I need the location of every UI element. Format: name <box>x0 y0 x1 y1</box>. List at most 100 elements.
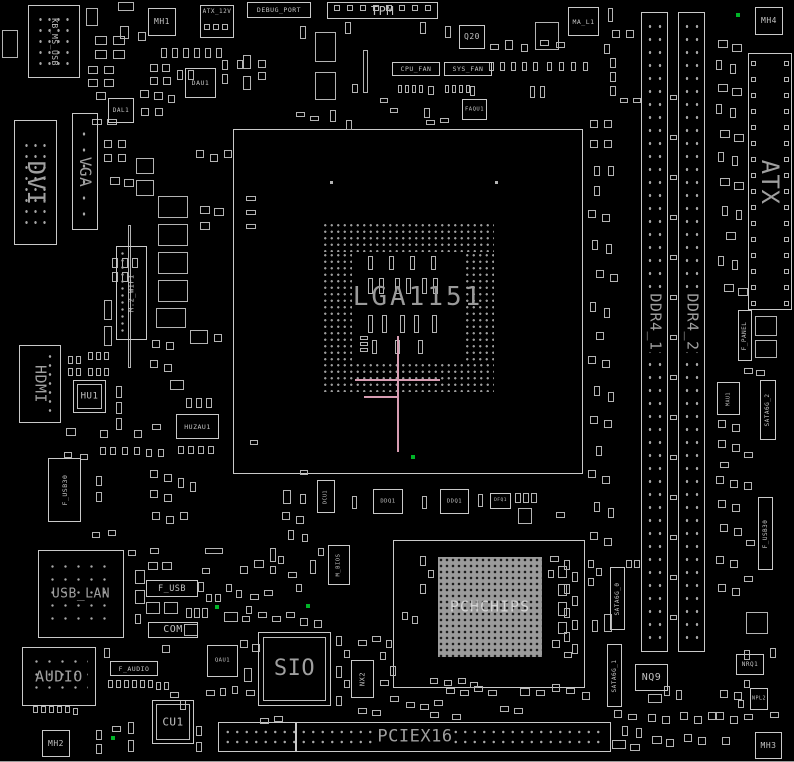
dvi-connector-pins <box>22 140 50 232</box>
ddr4-slot-2[interactable] <box>678 12 705 652</box>
f-panel-header[interactable] <box>738 310 752 361</box>
mounting-hole-mh1[interactable] <box>148 8 176 36</box>
smd-part <box>612 30 620 38</box>
smd-part <box>670 615 677 620</box>
usb-lan-connector-pins <box>46 560 116 628</box>
audio-connector[interactable] <box>22 647 96 706</box>
smd-part <box>113 50 125 59</box>
atx-pin <box>784 237 789 242</box>
ddr4-slot-2-label: DDR4_2 <box>683 291 701 353</box>
chip-qau1[interactable] <box>207 645 238 677</box>
chip-huzau1[interactable] <box>176 414 219 439</box>
com-header[interactable] <box>148 622 198 638</box>
mounting-hole-mh3[interactable] <box>755 732 782 759</box>
smd-part <box>756 370 765 376</box>
chip-cu1[interactable] <box>152 700 194 744</box>
chip-hu1[interactable] <box>73 380 106 413</box>
sata6g-0-connector[interactable] <box>610 567 625 630</box>
smd-part <box>744 576 753 582</box>
chip-ma-l1[interactable] <box>568 7 599 36</box>
smd-part <box>604 140 612 148</box>
socket-pin-field-right <box>464 252 494 362</box>
chip-ddq1-a[interactable] <box>373 489 403 514</box>
kb-ms-usb-connector[interactable] <box>28 5 80 78</box>
chip-m-bios[interactable] <box>328 545 350 585</box>
smd-part <box>430 678 438 684</box>
smd-part <box>564 632 570 642</box>
f-usb30-header-left[interactable] <box>48 458 81 522</box>
chip-npl2[interactable] <box>750 688 768 710</box>
smd-part <box>724 284 734 292</box>
chip-hu1-die <box>77 384 102 409</box>
m2-wifi-slot[interactable] <box>116 246 147 340</box>
usb-lan-connector[interactable] <box>38 550 124 638</box>
chip-nq9[interactable] <box>635 664 668 691</box>
chip-dcu1[interactable] <box>317 480 335 513</box>
chip-dcu1-label: DCU1 <box>322 489 329 504</box>
smd-part <box>430 712 439 718</box>
smd-part <box>270 548 276 562</box>
pch-bga-chip[interactable] <box>438 557 542 657</box>
smd-part <box>164 364 172 372</box>
cpu-fan-header[interactable] <box>392 62 440 76</box>
sys-fan-header[interactable] <box>444 62 492 76</box>
sata6g-2-connector[interactable] <box>760 380 776 440</box>
smd-part <box>495 181 498 184</box>
chip-ddq1-a-label: DDQ1 <box>380 497 396 504</box>
smd-part <box>104 352 109 360</box>
chip-nrq1[interactable] <box>736 654 764 675</box>
pciex16-slot[interactable] <box>218 722 611 752</box>
smd-part <box>726 232 736 240</box>
smd-part <box>68 368 73 376</box>
mounting-hole-mh4-label: MH4 <box>761 16 777 25</box>
smd-part <box>88 368 93 376</box>
chip-ddq1-b[interactable] <box>440 489 469 514</box>
atx-power-connector[interactable] <box>748 53 792 310</box>
cpu-socket-outline[interactable] <box>233 129 583 474</box>
atx-12v-connector[interactable] <box>200 5 234 38</box>
tpm-header[interactable] <box>327 2 438 19</box>
chip-dal1[interactable] <box>108 98 134 123</box>
dvi-connector[interactable] <box>14 120 57 245</box>
sata6g-1-connector[interactable] <box>607 644 622 707</box>
ddr4-slot-1[interactable] <box>641 12 668 652</box>
chip-faqu1[interactable] <box>462 99 487 120</box>
chip-mau1[interactable] <box>717 382 740 415</box>
smd-part <box>406 702 415 708</box>
smd-part <box>405 85 409 93</box>
smd-part <box>120 26 129 39</box>
chip-q20[interactable] <box>459 25 485 49</box>
smd-part <box>243 76 251 90</box>
smd-part <box>216 48 222 58</box>
smd-part <box>708 712 716 720</box>
chip-dau1[interactable] <box>185 68 216 98</box>
hdmi-connector[interactable] <box>19 345 61 423</box>
f-usb-header[interactable] <box>146 580 198 597</box>
debug-port-header[interactable] <box>247 2 311 18</box>
smd-part <box>732 156 738 166</box>
f-usb30-header-right[interactable] <box>758 497 773 570</box>
atx-pin <box>784 61 789 66</box>
smd-part <box>148 680 153 688</box>
smd-part <box>770 648 776 658</box>
smd-part <box>608 392 614 402</box>
f-audio-header[interactable] <box>110 661 158 676</box>
mounting-hole-mh4[interactable] <box>755 7 783 35</box>
chip-dfq1[interactable] <box>490 493 511 509</box>
vga-connector-pins <box>78 126 92 220</box>
smd-part <box>170 692 179 698</box>
smd-part <box>104 140 112 148</box>
chip-sio[interactable] <box>258 632 331 706</box>
vga-connector[interactable] <box>72 113 98 230</box>
smd-part <box>572 596 578 606</box>
smd-part <box>104 300 112 320</box>
mounting-hole-mh2[interactable] <box>42 730 70 757</box>
chip-qau1-label: QAU1 <box>214 657 231 664</box>
smd-part <box>110 447 116 455</box>
chip-nx2[interactable] <box>351 660 374 698</box>
smd-part <box>202 568 210 574</box>
smd-part <box>208 446 214 454</box>
smd-part <box>220 688 226 696</box>
smd-part <box>206 594 212 602</box>
smd-part <box>214 334 222 342</box>
